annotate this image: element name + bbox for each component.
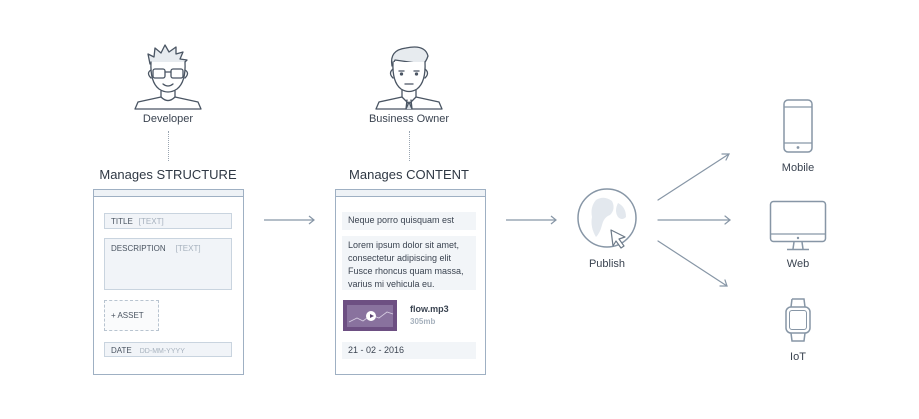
iot-label: IoT xyxy=(790,351,806,363)
structure-heading: Manages STRUCTURE xyxy=(99,167,237,182)
description-field-placeholder: [TEXT] xyxy=(175,244,201,253)
date-field[interactable]: DATE DD-MM-YYYY xyxy=(104,342,232,357)
title-field-label: TITLE xyxy=(111,217,133,226)
content-heading: Manages CONTENT xyxy=(349,167,469,182)
mobile-icon xyxy=(783,99,813,153)
date-field-placeholder: DD-MM-YYYY xyxy=(139,348,185,355)
business-owner-connector xyxy=(409,131,410,161)
description-field[interactable]: DESCRIPTION [TEXT] xyxy=(104,238,232,290)
mobile-label: Mobile xyxy=(781,162,815,174)
asset-size: 305mb xyxy=(410,317,436,326)
description-field-label: DESCRIPTION xyxy=(111,244,166,253)
publish-label: Publish xyxy=(588,258,626,270)
web-label: Web xyxy=(786,258,810,270)
content-date-value: 21 - 02 - 2016 xyxy=(342,342,476,359)
media-thumbnail[interactable] xyxy=(343,300,397,331)
content-date-text: 21 - 02 - 2016 xyxy=(348,345,405,355)
arrow-structure-to-content-icon xyxy=(264,215,315,225)
web-monitor-icon xyxy=(769,200,827,251)
content-description-text: Lorem ipsum dolor sit amet, consectetur … xyxy=(348,240,464,289)
business-owner-label: Business Owner xyxy=(368,113,450,125)
title-field-placeholder: [TEXT] xyxy=(138,217,164,226)
add-asset-label: + ASSET xyxy=(111,311,144,320)
developer-avatar-icon xyxy=(134,44,202,110)
arrow-content-to-publish-icon xyxy=(506,215,557,225)
content-title-text: Neque porro quisquam est xyxy=(348,215,455,225)
distribution-arrows-icon xyxy=(657,153,731,287)
content-description-value: Lorem ipsum dolor sit amet, consectetur … xyxy=(342,236,476,290)
date-field-label: DATE xyxy=(111,346,132,355)
asset-name: flow.mp3 xyxy=(410,304,449,314)
play-icon[interactable] xyxy=(366,311,376,321)
business-owner-avatar-icon xyxy=(375,46,443,110)
add-asset-button[interactable]: + ASSET xyxy=(104,300,159,331)
content-panel-header xyxy=(336,190,485,197)
developer-connector xyxy=(168,131,169,161)
structure-panel-header xyxy=(94,190,243,197)
publish-globe-icon[interactable] xyxy=(574,187,640,253)
title-field[interactable]: TITLE [TEXT] xyxy=(104,213,232,229)
developer-label: Developer xyxy=(142,113,194,125)
content-title-value: Neque porro quisquam est xyxy=(342,212,476,230)
iot-watch-icon xyxy=(785,298,811,342)
